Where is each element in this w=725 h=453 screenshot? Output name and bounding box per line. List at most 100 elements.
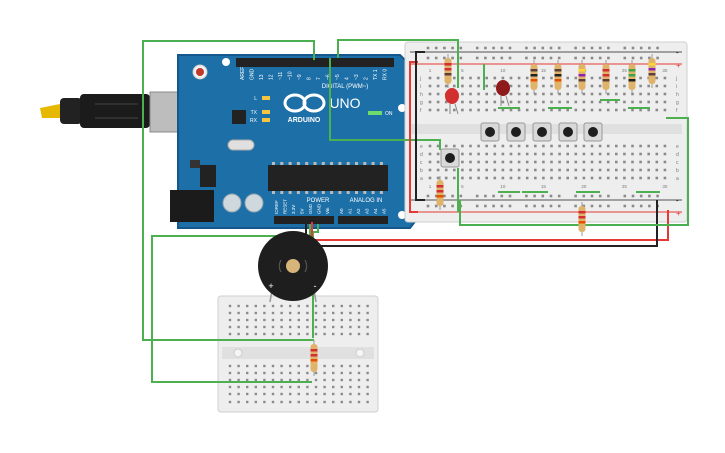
wire-green[interactable] (329, 58, 441, 150)
breadboard-hole[interactable] (289, 304, 292, 308)
breadboard-hole[interactable] (501, 176, 505, 180)
breadboard-hole[interactable] (289, 400, 292, 404)
rail-hole[interactable] (426, 56, 430, 60)
breadboard-hole[interactable] (297, 311, 300, 315)
breadboard-hole[interactable] (598, 168, 602, 172)
breadboard-hole[interactable] (280, 371, 283, 375)
breadboard-hole[interactable] (534, 92, 537, 96)
breadboard-hole[interactable] (639, 92, 642, 96)
rail-hole[interactable] (557, 56, 561, 60)
breadboard-hole[interactable] (237, 304, 240, 308)
breadboard-hole[interactable] (323, 311, 326, 315)
breadboard-hole[interactable] (306, 325, 309, 329)
breadboard-hole[interactable] (598, 100, 602, 104)
breadboard-hole[interactable] (550, 92, 553, 96)
breadboard-hole[interactable] (332, 400, 335, 404)
rail-hole[interactable] (443, 56, 446, 60)
breadboard-hole[interactable] (349, 392, 352, 396)
breadboard-hole[interactable] (314, 385, 318, 389)
breadboard-hole[interactable] (332, 318, 335, 322)
breadboard-hole[interactable] (306, 318, 309, 322)
breadboard-hole[interactable] (590, 168, 594, 172)
rail-hole[interactable] (459, 46, 463, 50)
breadboard-hole[interactable] (289, 378, 292, 382)
breadboard-hole[interactable] (436, 100, 440, 104)
rail-hole[interactable] (648, 194, 651, 198)
breadboard-hole[interactable] (263, 364, 266, 368)
rail-hole[interactable] (508, 56, 512, 60)
breadboard-hole[interactable] (340, 371, 343, 375)
rail-hole[interactable] (582, 46, 586, 50)
breadboard-hole[interactable] (357, 364, 361, 368)
breadboard-hole[interactable] (623, 168, 626, 172)
breadboard-hole[interactable] (297, 325, 300, 329)
breadboard-hole[interactable] (517, 176, 521, 180)
breadboard-hole[interactable] (639, 76, 642, 80)
breadboard-hole[interactable] (590, 100, 594, 104)
breadboard-hole[interactable] (237, 392, 240, 396)
breadboard-hole[interactable] (237, 371, 240, 375)
breadboard-hole[interactable] (461, 84, 464, 88)
rail-hole[interactable] (443, 204, 446, 208)
breadboard-hole[interactable] (428, 108, 432, 112)
resistor[interactable] (310, 340, 318, 376)
breadboard-hole[interactable] (655, 176, 659, 180)
breadboard-hole[interactable] (606, 144, 610, 148)
breadboard-hole[interactable] (469, 92, 472, 96)
breadboard-hole[interactable] (323, 304, 326, 308)
breadboard-hole[interactable] (598, 84, 602, 88)
resistor[interactable] (444, 54, 452, 88)
breadboard-hole[interactable] (542, 100, 545, 104)
breadboard-hole[interactable] (574, 108, 578, 112)
breadboard-hole[interactable] (534, 144, 537, 148)
rail-hole[interactable] (492, 56, 495, 60)
breadboard-hole[interactable] (550, 160, 553, 164)
breadboard-hole[interactable] (428, 176, 432, 180)
breadboard-hole[interactable] (306, 304, 309, 308)
breadboard-hole[interactable] (444, 108, 448, 112)
breadboard-hole[interactable] (469, 76, 472, 80)
breadboard-hole[interactable] (509, 168, 513, 172)
breadboard-hole[interactable] (237, 385, 240, 389)
breadboard-hole[interactable] (485, 108, 488, 112)
breadboard-hole[interactable] (534, 100, 537, 104)
breadboard-hole[interactable] (280, 311, 283, 315)
breadboard-hole[interactable] (590, 76, 594, 80)
breadboard-hole[interactable] (509, 160, 513, 164)
rail-hole[interactable] (623, 46, 627, 50)
rail-hole[interactable] (549, 204, 553, 208)
breadboard-hole[interactable] (332, 378, 335, 382)
breadboard-hole[interactable] (647, 176, 650, 180)
breadboard-hole[interactable] (461, 152, 464, 156)
breadboard-hole[interactable] (590, 92, 594, 96)
wire-green[interactable] (459, 117, 689, 226)
breadboard-hole[interactable] (485, 176, 488, 180)
breadboard-hole[interactable] (631, 144, 634, 148)
breadboard-hole[interactable] (623, 92, 626, 96)
breadboard-hole[interactable] (623, 84, 626, 88)
breadboard-hole[interactable] (254, 304, 257, 308)
rail-hole[interactable] (434, 194, 438, 198)
breadboard-hole[interactable] (271, 385, 275, 389)
breadboard-hole[interactable] (517, 100, 521, 104)
rail-hole[interactable] (656, 56, 659, 60)
breadboard-hole[interactable] (349, 304, 352, 308)
breadboard-hole[interactable] (271, 318, 275, 322)
breadboard-hole[interactable] (615, 92, 618, 96)
breadboard-hole[interactable] (323, 392, 326, 396)
breadboard-hole[interactable] (501, 160, 505, 164)
wire-green[interactable] (142, 40, 315, 341)
breadboard-hole[interactable] (254, 325, 257, 329)
breadboard-hole[interactable] (314, 311, 318, 315)
breadboard-hole[interactable] (340, 364, 343, 368)
breadboard-hole[interactable] (228, 364, 232, 368)
breadboard-hole[interactable] (509, 144, 513, 148)
breadboard-mini[interactable] (217, 295, 379, 413)
breadboard-hole[interactable] (655, 100, 659, 104)
breadboard-hole[interactable] (366, 378, 369, 382)
breadboard-hole[interactable] (332, 311, 335, 315)
pushbutton[interactable] (583, 122, 603, 142)
breadboard-hole[interactable] (453, 76, 456, 80)
breadboard-hole[interactable] (501, 144, 505, 148)
breadboard-hole[interactable] (542, 144, 545, 148)
